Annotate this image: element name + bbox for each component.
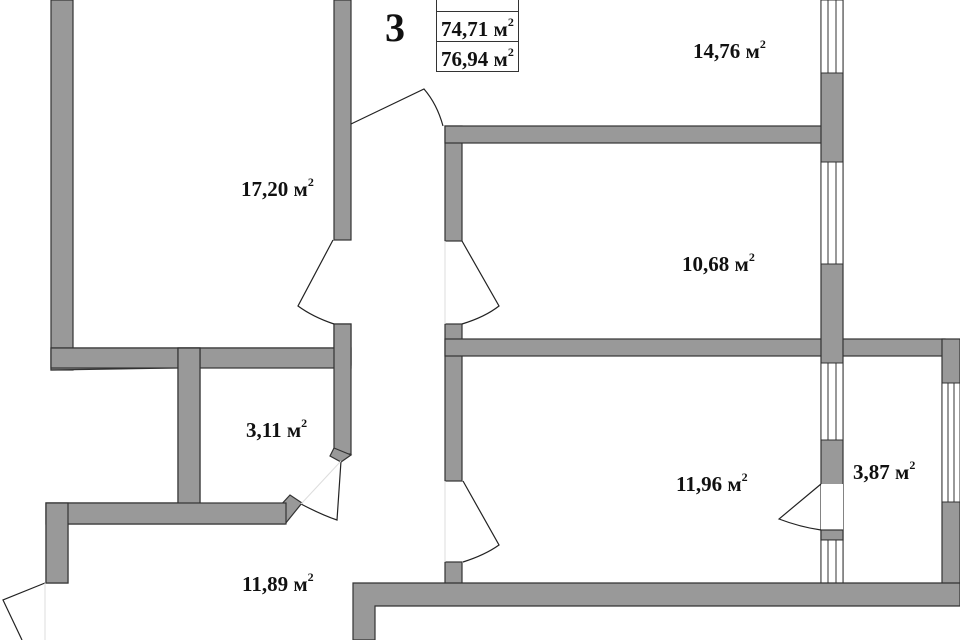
door-room-middle: [461, 240, 500, 325]
room-area-label-hall: 11,89 м2: [242, 570, 314, 596]
wall-bathroom-bottom: [45, 347, 303, 584]
wall-hall-left: [45, 502, 69, 584]
room-area-label-bathroom: 3,11 м2: [246, 416, 308, 442]
door-balcony: [777, 483, 822, 531]
room-area-label-bottom-right: 11,96 м2: [676, 470, 748, 496]
apartment-number: 3: [385, 5, 405, 50]
door-entry-top: [350, 88, 444, 127]
area-cell: [436, 0, 519, 12]
wall-living-bottom-bar: [50, 347, 352, 369]
area-row-living: 74,71 м2: [436, 11, 519, 42]
window-top: [820, 0, 844, 74]
balcony-door-opening: [821, 484, 843, 530]
wall-corridor-left-upper: [333, 0, 352, 241]
window-middle: [820, 161, 844, 265]
wall-hall-top: [45, 502, 287, 525]
room-area-label-top-right: 14,76 м2: [693, 37, 766, 63]
wall-left-outer: [50, 0, 74, 371]
door-living: [297, 239, 335, 325]
wall-rooms-divider-1: [444, 125, 841, 144]
window-lower: [820, 362, 844, 441]
window-bottom: [820, 539, 844, 584]
door-hall-left: [2, 582, 46, 640]
wall-rooms-divider-2: [444, 338, 946, 357]
room-area-label-middle-right: 10,68 м2: [682, 250, 755, 276]
room-area-label-balcony: 3,87 м2: [853, 458, 916, 484]
area-cell: 76,94 м2: [436, 41, 519, 72]
wall-corridor-right-mid: [444, 323, 463, 482]
area-summary-table: 74,71 м2 76,94 м2: [436, 0, 519, 72]
wall-balcony-door-jamb: [820, 529, 844, 541]
area-row-clipped: [436, 0, 519, 12]
room-area-label-living: 17,20 м2: [241, 175, 314, 201]
wall-bottom: [352, 582, 960, 640]
window-balcony: [941, 382, 960, 503]
door-room-bottom: [462, 480, 500, 563]
wall-corridor-left-lower: [333, 323, 352, 455]
area-cell: 74,71 м2: [436, 11, 519, 42]
door-bathroom: [300, 460, 342, 521]
area-row-total: 76,94 м2: [436, 41, 519, 72]
